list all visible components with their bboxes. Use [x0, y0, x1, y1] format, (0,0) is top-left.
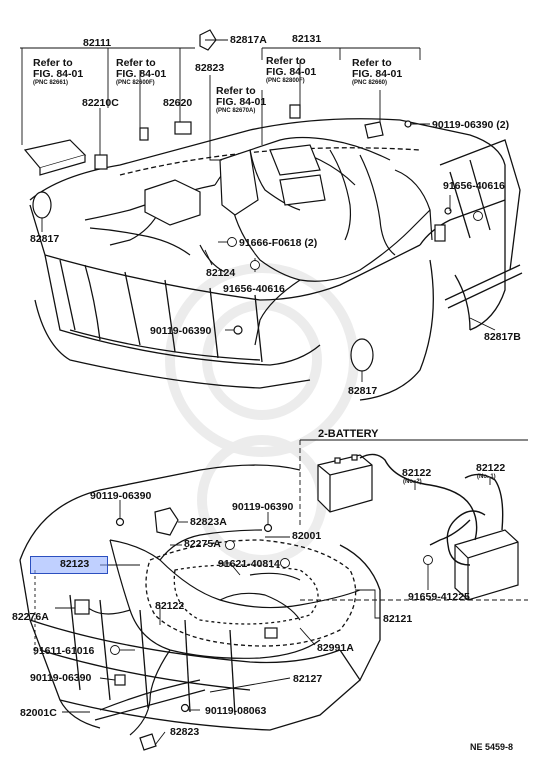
part-label-82210c[interactable]: 82210C: [82, 97, 119, 109]
part-label-91666-f0618[interactable]: 91666-F0618 (2): [239, 237, 318, 249]
b-markers-top: [227, 211, 483, 270]
refer-to-text: Refer to: [33, 57, 73, 69]
part-label-82131[interactable]: 82131: [292, 33, 322, 45]
refer-box-pnc-82600f[interactable]: Refer to FIG. 84-01 (PNC 82600F): [116, 57, 167, 87]
part-label-82123[interactable]: 82123: [60, 558, 90, 570]
part-label-90119-06390-mid[interactable]: 90119-06390: [150, 325, 212, 337]
top-components: [23, 29, 452, 372]
part-label-90119-06390-b3[interactable]: 90119-06390: [30, 672, 92, 684]
fig-reference: FIG. 84-01: [266, 66, 317, 79]
part-label-82111[interactable]: 82111: [83, 37, 112, 49]
refer-box-pnc-82800f[interactable]: Refer to FIG. 84-01 (PNC 82800F): [266, 55, 317, 85]
battery-leaders: [414, 478, 491, 590]
refer-to-text: Refer to: [352, 57, 392, 69]
bottom-components: [74, 507, 278, 751]
pnc-reference: (PNC 82661): [33, 80, 69, 87]
part-label-82122-no1[interactable]: 82122: [476, 462, 506, 474]
part-label-82001c[interactable]: 82001C: [20, 707, 57, 719]
pnc-reference: (PNC 82670A): [216, 108, 256, 115]
part-label-82823a[interactable]: 82823A: [190, 516, 227, 528]
fig-reference: FIG. 84-01: [216, 96, 267, 109]
refer-to-text: Refer to: [116, 57, 156, 69]
part-label-90119-06390-2[interactable]: 90119-06390 (2): [432, 119, 510, 131]
part-label-91611-61016[interactable]: 91611-61016: [33, 645, 95, 657]
battery-cables: [359, 453, 504, 566]
part-label-91659-41225[interactable]: 91659-41225: [408, 591, 470, 603]
refer-box-pnc-82670a[interactable]: Refer to FIG. 84-01 (PNC 82670A): [216, 85, 267, 115]
refer-box-pnc-82660[interactable]: Refer to FIG. 84-01 (PNC 82660): [352, 57, 403, 87]
part-label-82991a[interactable]: 82991A: [317, 642, 354, 654]
part-label-90119-08063[interactable]: 90119-08063: [205, 705, 267, 717]
fig-reference: FIG. 84-01: [33, 68, 84, 81]
part-label-82122-bottom[interactable]: 82122: [155, 600, 185, 612]
part-label-82122-no2[interactable]: 82122: [402, 467, 432, 479]
bottom-vehicle-body: [19, 464, 381, 731]
b-marker-battery: [423, 555, 433, 565]
part-sub-no1: (No. 1): [477, 474, 496, 480]
part-label-90119-06390-b2[interactable]: 90119-06390: [232, 501, 294, 513]
fig-reference: FIG. 84-01: [352, 68, 403, 81]
part-sub-no2: (No. 2): [403, 479, 422, 485]
refer-to-text: Refer to: [266, 55, 306, 67]
refer-box-pnc-82661[interactable]: Refer to FIG. 84-01 (PNC 82661): [33, 57, 84, 87]
part-label-90119-06390-b1[interactable]: 90119-06390: [90, 490, 152, 502]
part-label-82817a[interactable]: 82817A: [230, 34, 267, 46]
part-label-82823-top[interactable]: 82823: [195, 62, 225, 74]
part-label-82620[interactable]: 82620: [163, 97, 193, 109]
part-label-82275a[interactable]: 82275A: [184, 538, 221, 550]
part-label-91621-40814[interactable]: 91621-40814: [218, 558, 280, 570]
bottom-wire-harness: [84, 529, 361, 736]
figure-code: NE 5459-8: [470, 742, 514, 752]
part-label-82817b[interactable]: 82817B: [484, 331, 521, 343]
pnc-reference: (PNC 82800F): [266, 78, 305, 85]
part-label-91656-40616-center[interactable]: 91656-40616: [223, 283, 285, 295]
top-leader-lines: [20, 39, 496, 382]
pnc-reference: (PNC 82660): [352, 80, 388, 87]
part-label-91656-40616-right[interactable]: 91656-40616: [443, 180, 505, 192]
part-label-82817-left[interactable]: 82817: [30, 233, 60, 245]
battery-section-title: 2-BATTERY: [318, 428, 379, 440]
part-label-82127[interactable]: 82127: [293, 673, 323, 685]
part-label-82121[interactable]: 82121: [383, 613, 413, 625]
refer-to-text: Refer to: [216, 85, 256, 97]
part-label-82817-mid[interactable]: 82817: [348, 385, 378, 397]
batteries: [317, 454, 519, 601]
part-label-82001[interactable]: 82001: [292, 530, 322, 542]
part-label-82276a[interactable]: 82276A: [12, 611, 49, 623]
fig-reference: FIG. 84-01: [116, 68, 167, 81]
highlighted-part-marker: [30, 556, 108, 574]
part-label-82124[interactable]: 82124: [206, 267, 236, 279]
pnc-reference: (PNC 82600F): [116, 80, 155, 87]
b-markers-bottom: [110, 540, 290, 655]
part-label-82823-bottom[interactable]: 82823: [170, 726, 200, 738]
battery-section-frame: [299, 439, 528, 601]
